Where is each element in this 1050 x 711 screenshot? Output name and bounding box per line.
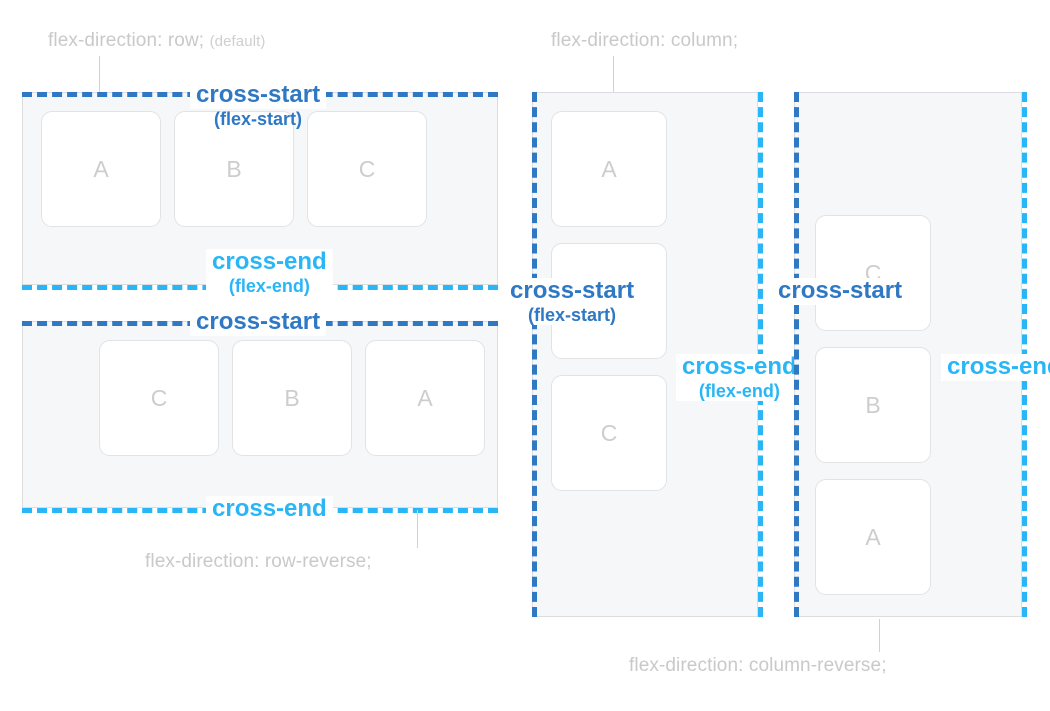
cross-start-text: cross-start	[772, 277, 909, 305]
cross-end-label-column: cross-end (flex-end)	[676, 353, 803, 402]
leader-line-row	[99, 56, 100, 92]
flex-item-label: C	[150, 384, 168, 411]
flex-container-row-reverse: C B A	[22, 321, 498, 508]
cross-end-text: cross-end	[206, 495, 333, 523]
cross-start-label-row: cross-start (flex-start)	[190, 81, 327, 129]
caption-column-reverse: flex-direction: column-reverse;	[629, 655, 887, 677]
flex-item-a-row-reverse: A	[365, 340, 485, 456]
cross-start-label-row-reverse: cross-start	[190, 308, 327, 336]
flex-item-a-column: A	[551, 111, 667, 227]
caption-row: flex-direction: row; (default)	[48, 30, 266, 52]
flex-item-a-column-reverse: A	[815, 479, 931, 595]
flex-item-label: A	[93, 155, 109, 182]
cross-start-text: cross-start	[504, 277, 641, 305]
flex-item-a-row: A	[41, 111, 161, 227]
cross-start-text: cross-start	[190, 81, 327, 109]
flex-item-label: A	[865, 523, 881, 550]
flex-item-label: B	[865, 391, 881, 418]
flex-item-c-row: C	[307, 111, 427, 227]
cross-end-label-row: cross-end (flex-end)	[206, 248, 333, 297]
cross-start-text: cross-start	[190, 308, 327, 336]
flex-container-row: A B C	[22, 92, 498, 285]
caption-column: flex-direction: column;	[551, 30, 738, 52]
flex-item-c-row-reverse: C	[99, 340, 219, 456]
cross-end-label-row-reverse: cross-end	[206, 495, 333, 523]
cross-start-label-column-reverse: cross-start	[772, 277, 909, 305]
flex-item-label: C	[358, 155, 376, 182]
flex-item-label: A	[417, 384, 433, 411]
cross-end-text: cross-end	[676, 353, 803, 381]
flex-item-c-column: C	[551, 375, 667, 491]
cross-start-sub-text: (flex-start)	[504, 304, 641, 326]
caption-column-reverse-text: flex-direction: column-reverse;	[629, 655, 887, 676]
flex-item-b-row-reverse: B	[232, 340, 352, 456]
cross-start-sub-text: (flex-start)	[214, 108, 303, 129]
flex-item-label: C	[600, 419, 618, 446]
caption-row-reverse-text: flex-direction: row-reverse;	[145, 551, 372, 572]
cross-end-text: cross-end	[206, 248, 333, 276]
caption-row-text: flex-direction: row;	[48, 30, 205, 51]
caption-row-reverse: flex-direction: row-reverse;	[145, 551, 372, 573]
flex-item-label: B	[226, 155, 242, 182]
cross-end-text: cross-end	[941, 353, 1050, 381]
caption-column-text: flex-direction: column;	[551, 30, 739, 51]
cross-end-label-column-reverse: cross-end	[941, 353, 1050, 381]
flex-item-label: A	[601, 155, 617, 182]
leader-line-column	[613, 56, 614, 92]
flex-item-b-column-reverse: B	[815, 347, 931, 463]
flex-item-c-column-reverse: C	[815, 215, 931, 331]
cross-start-label-column: cross-start (flex-start)	[504, 277, 641, 326]
flex-item-label: B	[284, 384, 300, 411]
leader-line-column-reverse	[879, 619, 880, 652]
flex-item-b-row: B	[174, 111, 294, 227]
cross-end-sub-text: (flex-end)	[206, 275, 333, 297]
leader-line-row-reverse	[417, 510, 418, 548]
cross-end-sub-text: (flex-end)	[676, 380, 803, 402]
caption-row-suffix: (default)	[209, 33, 266, 50]
